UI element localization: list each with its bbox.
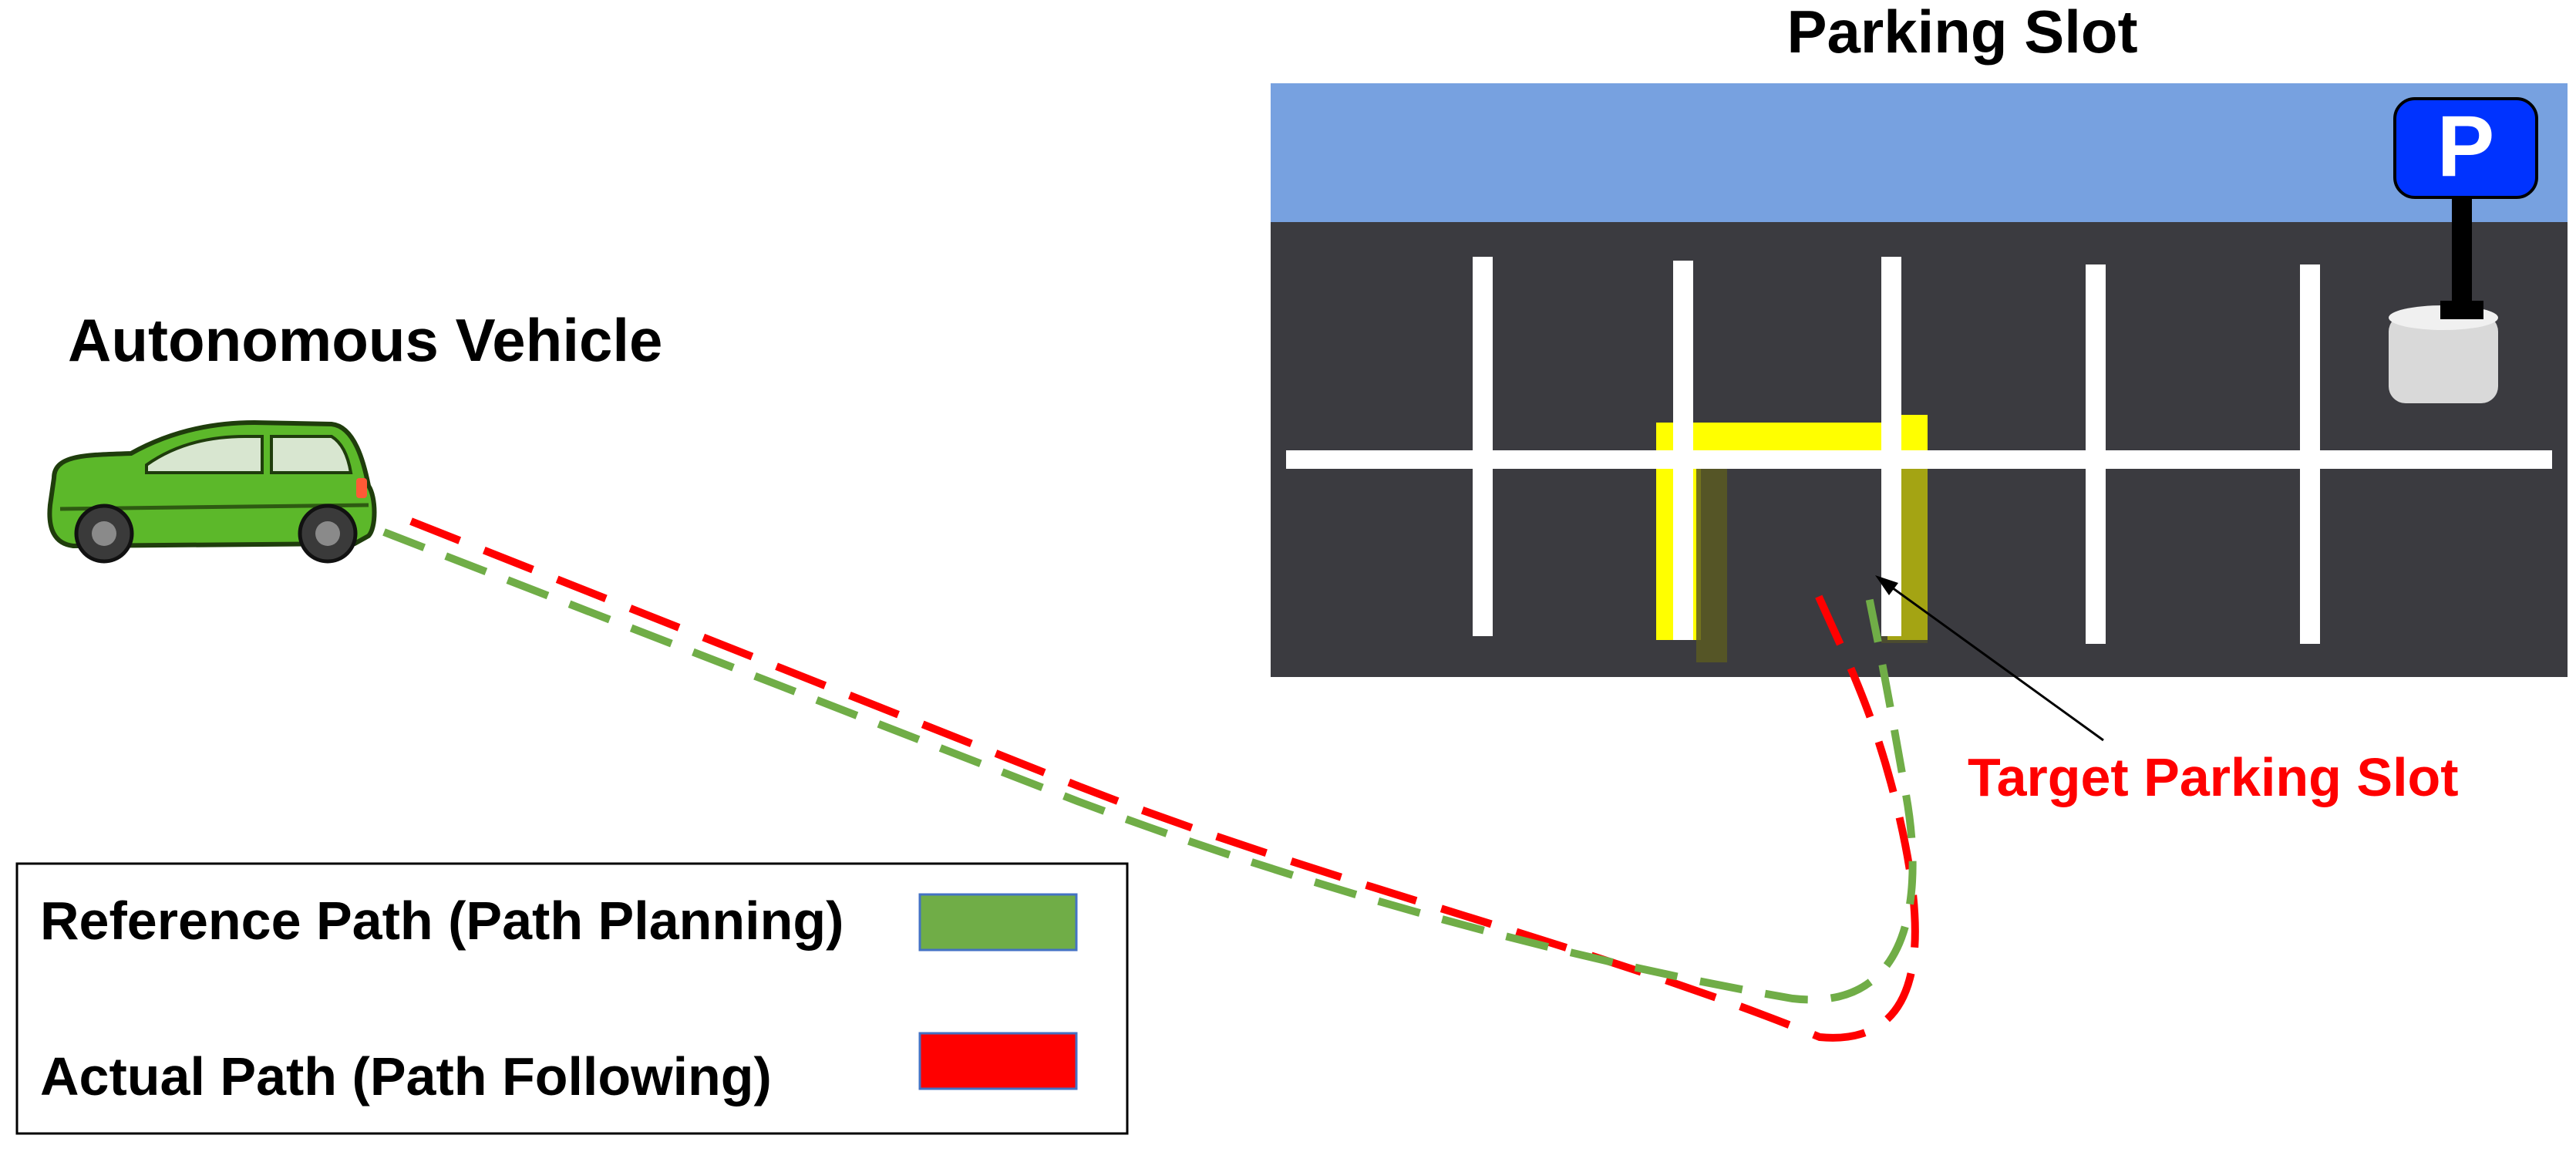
parking-sign-icon: P <box>2389 97 2538 403</box>
car-icon <box>47 419 377 564</box>
legend-item-reference-label: Reference Path (Path Planning) <box>40 891 844 951</box>
autonomous-vehicle-title: Autonomous Vehicle <box>68 306 662 374</box>
reference-path-line <box>382 528 1917 1004</box>
legend-item-actual-label: Actual Path (Path Following) <box>40 1046 772 1107</box>
parking-slot-title: Parking Slot <box>1786 0 2137 66</box>
parking-lot: P <box>1271 83 2568 677</box>
legend: Reference Path (Path Planning) Actual Pa… <box>15 862 1129 1135</box>
legend-item-reference-swatch <box>918 893 1078 952</box>
lane-lines <box>1286 257 2552 644</box>
target-arrowhead <box>1875 575 1898 595</box>
sky-band <box>1271 83 2568 224</box>
legend-item-actual-swatch <box>918 1032 1078 1090</box>
parking-sign-letter: P <box>2437 98 2495 194</box>
target-pointer-arrow <box>1881 578 2104 742</box>
target-parking-slot-label: Target Parking Slot <box>1968 747 2459 807</box>
